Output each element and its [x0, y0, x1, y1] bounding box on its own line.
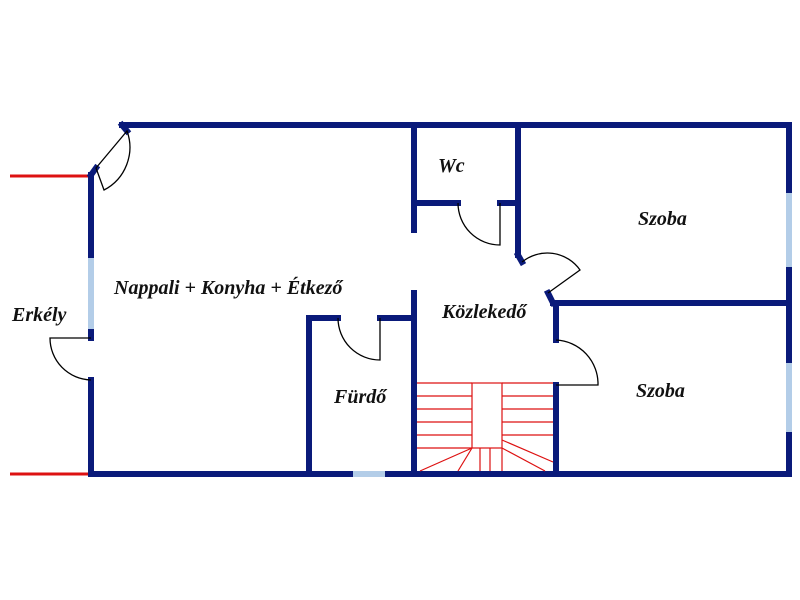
staircase [417, 382, 554, 472]
label-wc: Wc [438, 155, 465, 177]
door-bathroom [337, 317, 381, 361]
door-bedroom-1 [521, 252, 581, 294]
door-balcony [49, 337, 92, 381]
label-bathroom: Fürdő [333, 386, 388, 408]
balcony-railing [10, 174, 88, 476]
label-living: Nappali + Konyha + Étkező [113, 276, 344, 299]
label-balcony: Erkély [11, 304, 67, 326]
door-entrance [95, 129, 131, 191]
windows [88, 190, 792, 477]
door-bedroom-2 [555, 339, 599, 386]
label-bedroom-1: Szoba [638, 208, 687, 230]
label-hallway: Közlekedő [441, 301, 528, 323]
walls [86, 120, 792, 477]
door-wc [457, 202, 501, 246]
label-bedroom-2: Szoba [636, 380, 685, 402]
doors [49, 129, 599, 386]
